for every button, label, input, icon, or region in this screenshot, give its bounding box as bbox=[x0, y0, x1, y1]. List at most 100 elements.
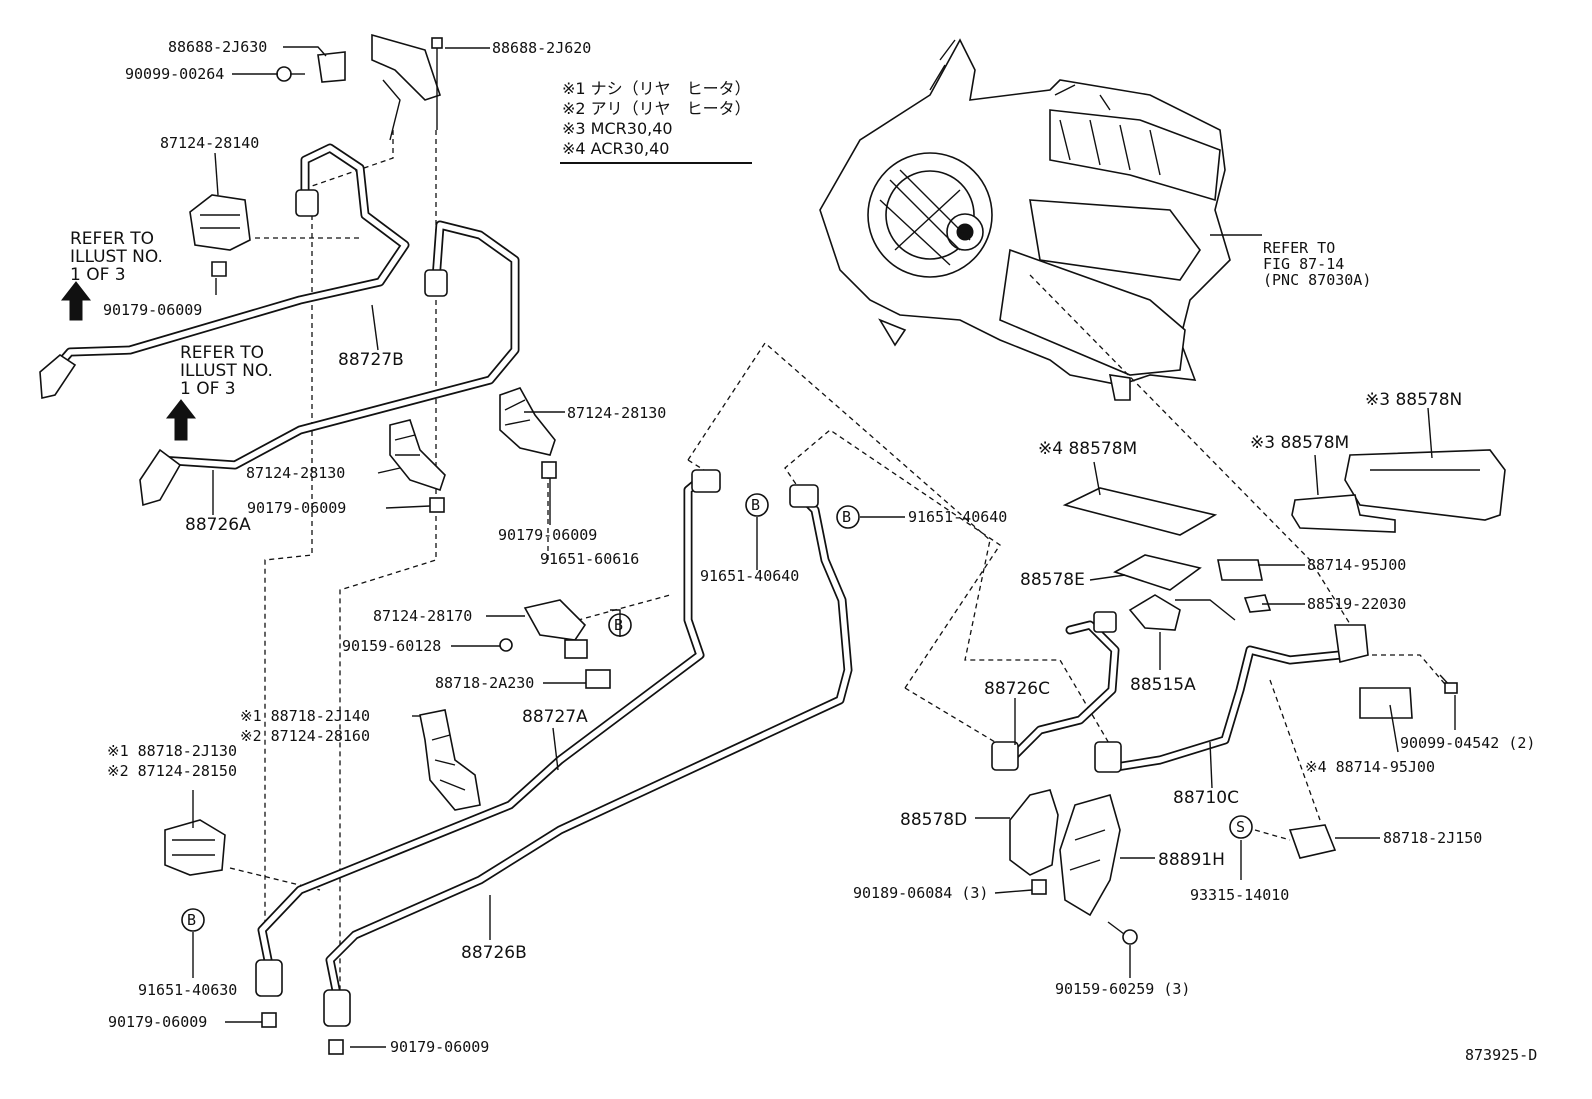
refer-fig-line3: (PNC 87030A) bbox=[1263, 271, 1371, 289]
marker-b-text: B bbox=[842, 508, 851, 526]
label-90159-60259: 90159-60259 (3) bbox=[1055, 980, 1190, 998]
nuts bbox=[261, 1012, 344, 1055]
clip-88718-2J140 bbox=[419, 709, 481, 811]
refer-b-line3: 1 OF 3 bbox=[180, 379, 236, 399]
label-87124-28170: 87124-28170 bbox=[373, 607, 472, 625]
bolt-90099-04542 bbox=[1439, 674, 1458, 694]
label-91651-40640-a: 91651-40640 bbox=[700, 567, 799, 585]
label-88578D: 88578D bbox=[900, 810, 967, 830]
refer-fig-line2: FIG 87-14 bbox=[1263, 255, 1344, 273]
expansion-valve-88515A bbox=[1128, 594, 1236, 631]
clip-88718-2J130 bbox=[164, 819, 226, 876]
clip-87124-28170 bbox=[499, 599, 611, 689]
pipe-88727B bbox=[39, 143, 410, 399]
label-88578N: ※3 88578N bbox=[1365, 390, 1462, 410]
note-3: ※3 MCR30,40 bbox=[562, 119, 673, 138]
marker-b-2: B bbox=[836, 505, 860, 529]
label-88519-22030: 88519-22030 bbox=[1307, 595, 1406, 613]
hose-end-88727B bbox=[295, 189, 319, 217]
pipe-88726C bbox=[991, 611, 1120, 771]
label-91651-40630: 91651-40630 bbox=[138, 981, 237, 999]
bracket-88688-2J620 bbox=[371, 33, 443, 141]
label-90189-06084: 90189-06084 (3) bbox=[853, 884, 988, 902]
label-88578E: 88578E bbox=[1020, 570, 1085, 590]
label-88891H: 88891H bbox=[1158, 850, 1225, 870]
part-labels: 88688-2J630 88688-2J620 90099-00264 8712… bbox=[103, 38, 1537, 1064]
clamp-88688-2J630 bbox=[276, 51, 346, 83]
pad-88578M-4 bbox=[1062, 487, 1218, 536]
label-88726C: 88726C bbox=[984, 679, 1050, 699]
label-88515A: 88515A bbox=[1130, 675, 1196, 695]
label-88578M-3: ※3 88578M bbox=[1250, 433, 1349, 453]
sleeve-88714-95J00 bbox=[1217, 559, 1413, 719]
clip-87124-28130-b bbox=[389, 419, 446, 513]
label-88718-2J140: ※1 88718-2J140 bbox=[240, 707, 370, 725]
insulator-88578M-3 bbox=[1291, 494, 1396, 533]
hose-end-88726A bbox=[424, 269, 448, 297]
notes-block: ※1 ナシ（リヤ ヒータ） ※2 アリ（リヤ ヒータ） ※3 MCR30,40 … bbox=[560, 79, 752, 164]
label-88727B: 88727B bbox=[338, 350, 404, 370]
pipe-88726B bbox=[323, 484, 853, 1027]
refer-b-line1: REFER TO bbox=[180, 343, 264, 363]
cover-88578D bbox=[1009, 789, 1059, 895]
marker-s-1: S bbox=[1229, 815, 1253, 839]
note-1: ※1 ナシ（リヤ ヒータ） bbox=[562, 79, 751, 98]
refer-a-line2: ILLUST NO. bbox=[70, 247, 163, 267]
heater-unit bbox=[819, 38, 1262, 401]
note-4: ※4 ACR30,40 bbox=[562, 139, 669, 158]
label-91651-60616: 91651-60616 bbox=[540, 550, 639, 568]
label-88726B: 88726B bbox=[461, 943, 527, 963]
clip-87124-28130-a bbox=[499, 387, 557, 479]
refer-b-line2: ILLUST NO. bbox=[180, 361, 273, 381]
marker-b-text: B bbox=[614, 616, 623, 634]
label-90179-06009-a: 90179-06009 bbox=[103, 301, 202, 319]
label-88714-95J00-b: ※4 88714-95J00 bbox=[1305, 758, 1435, 776]
drawing-number: 873925-D bbox=[1465, 1046, 1537, 1064]
label-87124-28130-a: 87124-28130 bbox=[567, 404, 666, 422]
label-88726A: 88726A bbox=[185, 515, 251, 535]
label-88718-2J130: ※1 88718-2J130 bbox=[107, 742, 237, 760]
hose-end-88726B bbox=[323, 989, 351, 1027]
refer-fig-87-14: REFER TO FIG 87-14 (PNC 87030A) bbox=[1263, 239, 1371, 289]
label-88688-2J630: 88688-2J630 bbox=[168, 38, 267, 56]
pipe-88710C bbox=[1094, 624, 1369, 773]
leader-lines bbox=[192, 46, 1456, 1048]
pipe-88727A bbox=[255, 469, 721, 997]
label-87124-28130-b: 87124-28130 bbox=[246, 464, 345, 482]
refer-fig-line1: REFER TO bbox=[1263, 239, 1335, 257]
marker-b-1: B bbox=[745, 493, 769, 517]
label-91651-40640-b: 91651-40640 bbox=[908, 508, 1007, 526]
marker-b-4: B bbox=[181, 908, 205, 932]
label-93315-14010: 93315-14010 bbox=[1190, 886, 1289, 904]
label-87124-28140: 87124-28140 bbox=[160, 134, 259, 152]
clamp-88718-2J150 bbox=[1288, 824, 1337, 859]
pad-88578E bbox=[1113, 554, 1202, 591]
label-90099-04542: 90099-04542 (2) bbox=[1400, 734, 1535, 752]
label-88714-95J00-a: 88714-95J00 bbox=[1307, 556, 1406, 574]
label-90159-60128: 90159-60128 bbox=[342, 637, 441, 655]
label-88718-2A230: 88718-2A230 bbox=[435, 674, 534, 692]
cover-88891H bbox=[1059, 794, 1138, 945]
refer-arrow-b: REFER TO ILLUST NO. 1 OF 3 bbox=[165, 343, 273, 441]
label-90179-06009-b: 90179-06009 bbox=[247, 499, 346, 517]
refer-arrow-a: REFER TO ILLUST NO. 1 OF 3 bbox=[60, 229, 163, 321]
label-87124-28160: ※2 87124-28160 bbox=[240, 727, 370, 745]
label-90179-06009-d: 90179-06009 bbox=[108, 1013, 207, 1031]
label-87124-28150: ※2 87124-28150 bbox=[107, 762, 237, 780]
hose-end-88727A bbox=[255, 959, 283, 997]
note-2: ※2 アリ（リヤ ヒータ） bbox=[562, 99, 751, 118]
label-88578M-4: ※4 88578M bbox=[1038, 439, 1137, 459]
label-88688-2J620: 88688-2J620 bbox=[492, 39, 591, 57]
insulator-88578N bbox=[1344, 449, 1506, 521]
label-88710C: 88710C bbox=[1173, 788, 1239, 808]
label-90179-06009-c: 90179-06009 bbox=[498, 526, 597, 544]
marker-b-text: B bbox=[187, 911, 196, 929]
marker-s-text: S bbox=[1236, 818, 1245, 836]
pipe-88726A bbox=[139, 220, 520, 507]
refer-a-line1: REFER TO bbox=[70, 229, 154, 249]
label-90099-00264: 90099-00264 bbox=[125, 65, 224, 83]
clip-87124-28140 bbox=[189, 194, 251, 277]
label-88718-2J150: 88718-2J150 bbox=[1383, 829, 1482, 847]
label-90179-06009-e: 90179-06009 bbox=[390, 1038, 489, 1056]
